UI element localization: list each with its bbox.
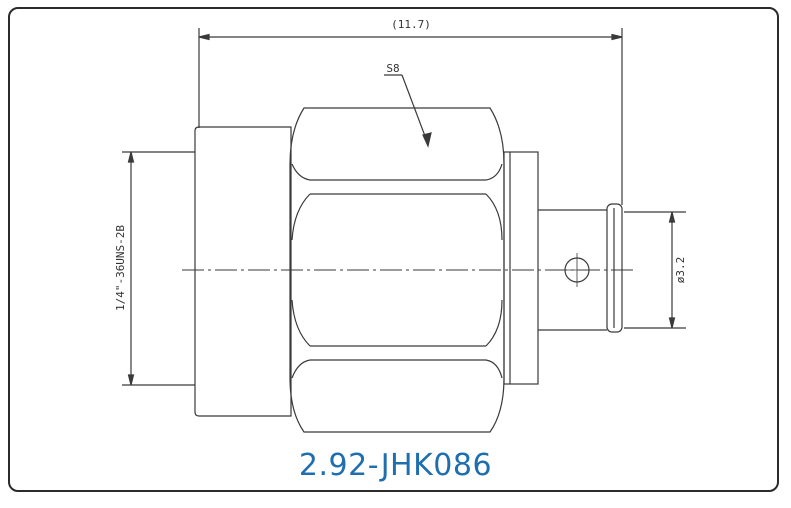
pin-flange — [606, 203, 623, 333]
hex-size-label: S8 — [386, 62, 399, 75]
diameter-label: ø3.2 — [674, 257, 687, 284]
overall-length-label: (11.7) — [391, 18, 431, 31]
collar — [503, 151, 539, 385]
hex-curve-mid — [291, 193, 503, 347]
left-body — [194, 126, 292, 417]
arrow-left — [198, 33, 210, 41]
thread-spec-label: 1/4"-36UNS-2B — [114, 225, 127, 311]
hex-curve-bottom — [291, 359, 503, 379]
drawing-frame — [8, 7, 779, 492]
hex-curve-top — [291, 163, 503, 181]
arrow-right — [611, 33, 623, 41]
hex-leader — [401, 74, 429, 145]
hex-nut — [289, 107, 505, 433]
part-number: 2.92-JHK086 — [298, 448, 493, 483]
